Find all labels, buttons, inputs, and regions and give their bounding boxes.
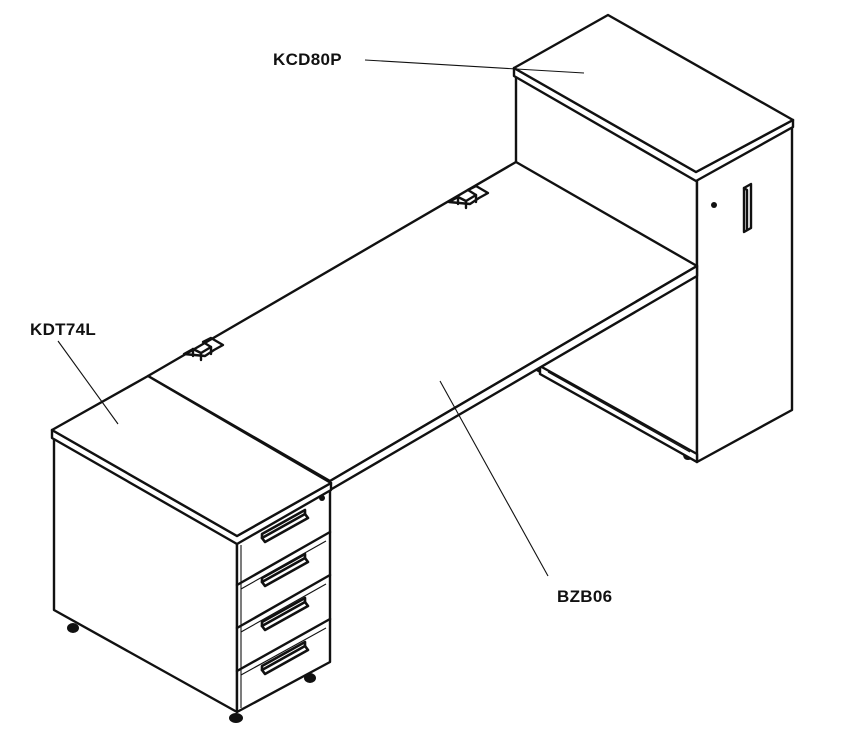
caster-wheel (67, 623, 79, 633)
cabinet-top (512, 13, 795, 174)
drawer-handle-4 (260, 640, 310, 676)
pedestal-kdt74l (50, 374, 333, 723)
leader-line-cabinet (364, 59, 585, 74)
caster-wheel (229, 713, 243, 723)
label-pedestal: KDT74L (30, 320, 96, 339)
desk-bzb06 (146, 160, 699, 492)
callouts: KCD80P KDT74L BZB06 (30, 50, 612, 606)
drawer-handle-3 (260, 596, 310, 632)
cable-grommet-back (447, 184, 490, 206)
drawer-handle-1 (260, 508, 310, 544)
cabinet-lock-icon (711, 202, 717, 208)
leader-line-desk (439, 380, 549, 577)
caster-wheel (304, 673, 316, 683)
pedestal-lock-icon (319, 495, 325, 501)
label-desk: BZB06 (557, 587, 612, 606)
drawer-handle-2 (260, 552, 310, 588)
pedestal-top (50, 374, 333, 538)
leader-line-pedestal (57, 340, 119, 425)
label-cabinet: KCD80P (273, 50, 342, 69)
cabinet-door-handle (742, 182, 753, 234)
cable-grommet-front (182, 336, 225, 358)
